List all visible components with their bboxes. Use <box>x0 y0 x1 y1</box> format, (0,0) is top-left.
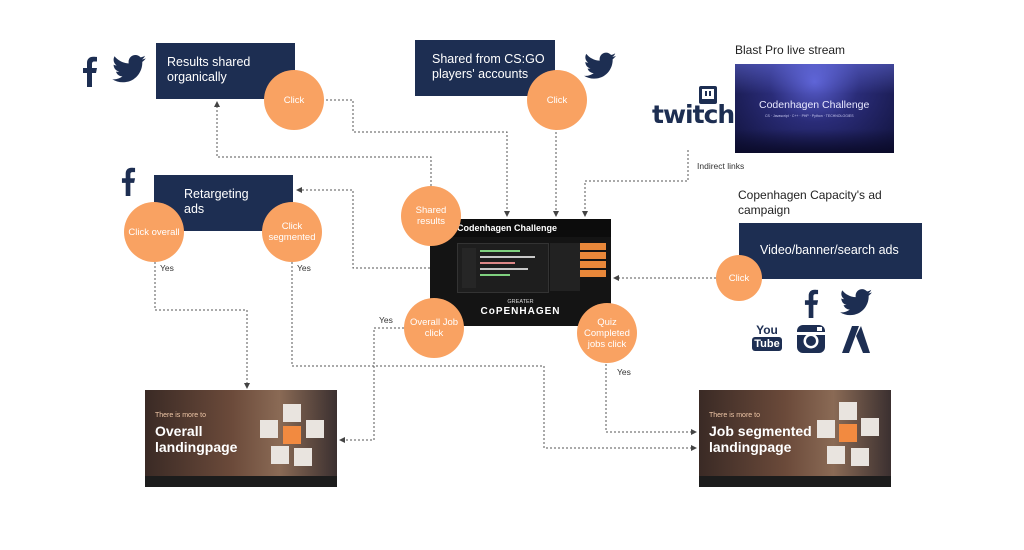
yes-label-quiz: Yes <box>617 367 631 377</box>
game-logo-main: CoPENHAGEN <box>480 306 561 317</box>
job-lp-title: Job segmented landingpage <box>709 423 812 455</box>
circle-quiz-completed-label: Quiz Completed jobs click <box>584 316 630 350</box>
stream-screenshot: Codenhagen Challenge CS · Javascript · C… <box>735 64 894 153</box>
job-segmented-landingpage-image: There is more to Job segmented landingpa… <box>699 390 891 487</box>
twitter-icon-campaign <box>840 289 872 321</box>
circle-click-ads[interactable]: Click <box>716 255 762 301</box>
game-screenshot: Codenhagen Challenge GREATER CoPENHAGEN <box>430 219 611 326</box>
twitch-wordmark: twitch <box>652 100 735 129</box>
stream-subtitle: CS · Javascript · C++ · PHP · Python · T… <box>765 114 854 118</box>
box-shared-csgo: Shared from CS:GO players' accounts <box>415 40 555 96</box>
circle-quiz-completed[interactable]: Quiz Completed jobs click <box>577 303 637 363</box>
box-retargeting-label: Retargeting ads <box>184 187 249 216</box>
line-twitch-to-game <box>582 150 689 217</box>
youtube-bottom-text: Tube <box>752 337 782 351</box>
circle-click-overall[interactable]: Click overall <box>124 202 184 262</box>
line-game-to-organic <box>214 101 432 190</box>
circle-click-segmented-label: Click segmented <box>268 221 316 243</box>
stream-title: Codenhagen Challenge <box>759 99 870 111</box>
adwords-icon <box>840 324 870 359</box>
twitter-icon-csgo <box>584 52 616 85</box>
line-overall-to-lp <box>154 258 250 389</box>
yes-label-segmented: Yes <box>297 263 311 273</box>
overall-landingpage-image: There is more to Overall landingpage <box>145 390 337 487</box>
box-video-label: Video/banner/search ads <box>760 243 899 257</box>
overall-lp-small: There is more to <box>155 412 206 419</box>
facebook-icon <box>82 55 98 87</box>
circle-click-segmented[interactable]: Click segmented <box>262 202 322 262</box>
overall-lp-title: Overall landingpage <box>155 423 238 455</box>
circle-click-organic[interactable]: Click <box>264 70 324 130</box>
yes-label-overall: Yes <box>160 263 174 273</box>
line-jobclick-to-overall <box>339 327 404 443</box>
youtube-top-text: You <box>756 323 778 337</box>
circle-overall-job-click[interactable]: Overall Job click <box>404 298 464 358</box>
box-video-banner-search-ads: Video/banner/search ads <box>739 223 922 279</box>
line-game-to-retargeting <box>296 187 430 269</box>
indirect-links-label: Indirect links <box>697 161 745 171</box>
game-title: Codenhagen Challenge <box>457 223 558 233</box>
game-logo-top: GREATER <box>507 299 534 305</box>
copenhagen-capacity-label: Copenhagen Capacity's ad campaign <box>738 188 882 217</box>
circle-click-csgo-label: Click <box>546 94 568 106</box>
facebook-icon-retargeting <box>121 166 136 201</box>
circle-shared-results[interactable]: Shared results <box>401 186 461 246</box>
instagram-icon <box>796 324 826 359</box>
circle-click-ads-label: Click <box>728 272 750 284</box>
line-quiz-to-job <box>605 360 697 435</box>
circle-overall-job-click-label: Overall Job click <box>409 317 459 339</box>
circle-click-organic-label: Click <box>283 94 305 106</box>
youtube-icon: You Tube <box>752 324 782 354</box>
line-organic-to-game <box>318 99 510 217</box>
circle-click-csgo[interactable]: Click <box>527 70 587 130</box>
twitter-icon <box>112 55 146 88</box>
twitch-icon: twitch <box>652 86 735 130</box>
blast-label: Blast Pro live stream <box>735 43 846 57</box>
facebook-icon-campaign <box>804 288 819 323</box>
box-csgo-label: Shared from CS:GO players' accounts <box>432 52 545 81</box>
yes-label-job: Yes <box>379 315 393 325</box>
line-segmented-to-job <box>291 258 697 451</box>
box-organic-label: Results shared organically <box>167 55 251 84</box>
circle-click-overall-label: Click overall <box>128 226 180 238</box>
circle-shared-results-label: Shared results <box>415 205 447 227</box>
job-lp-small: There is more to <box>709 412 760 419</box>
